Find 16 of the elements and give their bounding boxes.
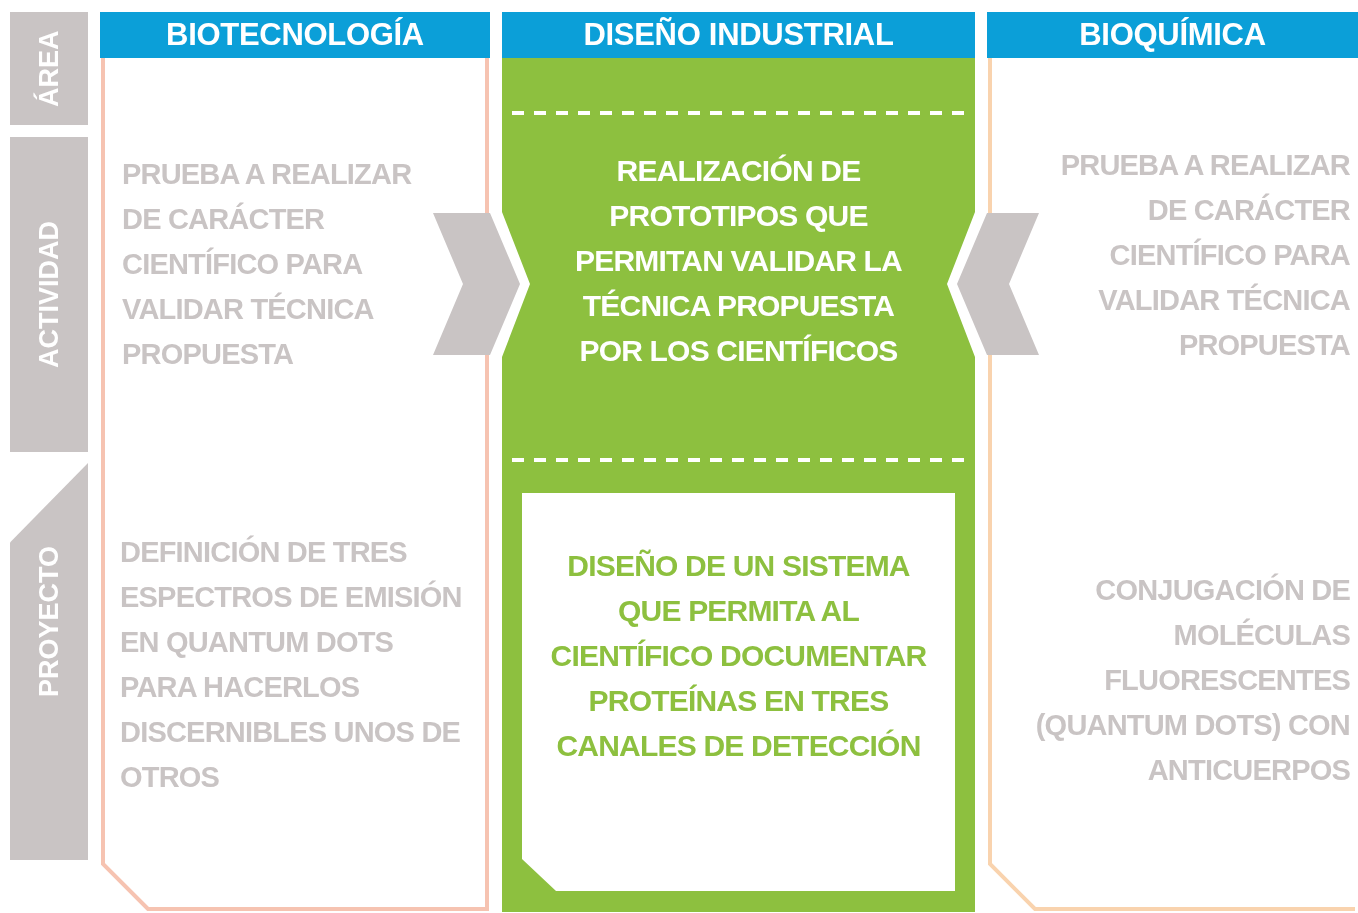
row-header-band: ACTIVIDAD [10, 137, 88, 452]
chevron-arrow [433, 213, 520, 355]
row-header-band: PROYECTO [10, 463, 88, 860]
column-panel [502, 12, 975, 912]
project-text: CONJUGACIÓN DE MOLÉCULAS FLUORESCENTES (QUANTUM DOTS) CON ANTICUERPOS [1012, 568, 1350, 798]
column-header: BIOQUÍMICA [987, 12, 1358, 58]
activity-text: REALIZACIÓN DE PROTOTIPOS QUE PERMITAN VALIDAR LA TÉCNICA PROPUESTA POR LOS CIENTÍFICOS [522, 130, 955, 450]
column-header: DISEÑO INDUSTRIAL [502, 12, 975, 58]
project-text: DEFINICIÓN DE TRES ESPECTROS DE EMISIÓN EN QUANTUM DOTS PARA HACERLOS DISCERNIBLES UNOS DE OTROS [120, 530, 475, 830]
chevron-arrow [957, 213, 1039, 355]
column-header: BIOTECNOLOGÍA [100, 12, 490, 58]
project-card [522, 493, 955, 891]
row-header-band: ÁREA [10, 12, 88, 125]
activity-text: PRUEBA A REALIZAR DE CARÁCTER CIENTÍFICO PARA VALIDAR TÉCNICA PROPUESTA [122, 152, 427, 402]
activity-text: PRUEBA A REALIZAR DE CARÁCTER CIENTÍFICO PARA VALIDAR TÉCNICA PROPUESTA [1045, 143, 1350, 393]
project-text: DISEÑO DE UN SISTEMA QUE PERMITA AL CIENTÍFICO DOCUMENTAR PROTEÍNAS EN TRES CANALES DE DETECCIÓN [549, 548, 928, 764]
